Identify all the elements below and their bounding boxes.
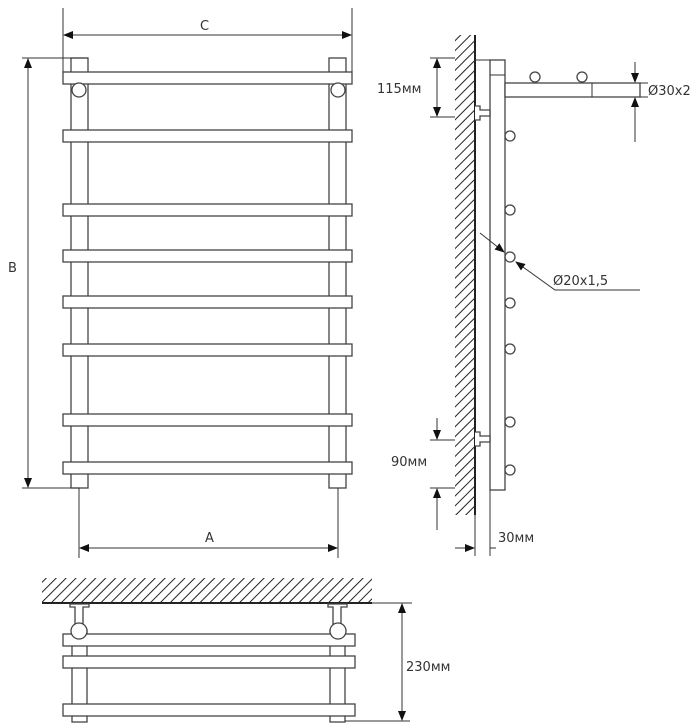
top-view: 230мм	[42, 578, 450, 723]
dimension-30: 30мм	[455, 490, 534, 556]
dim-115-label: 115мм	[377, 82, 421, 97]
bottom-bracket	[475, 431, 491, 447]
dim-c-label: C	[200, 19, 209, 34]
dim-230-label: 230мм	[406, 660, 450, 675]
side-view: 115мм Ø30x2 Ø20x1,5 90мм 30мм	[377, 35, 691, 556]
rung-section	[504, 251, 516, 263]
top-arm	[504, 82, 641, 98]
rung	[62, 461, 353, 475]
dim-a-label: A	[205, 531, 214, 546]
dimension-pipe-20: Ø20x1,5	[479, 232, 640, 291]
ceiling-wall-hatch	[42, 578, 372, 603]
rung-section	[504, 297, 516, 309]
right-mount-circle	[330, 82, 346, 98]
rung-section	[504, 130, 516, 142]
rung	[62, 295, 353, 309]
rung-section	[504, 416, 516, 428]
rung-section	[504, 464, 516, 476]
rung	[62, 71, 353, 85]
rung	[62, 203, 353, 217]
rung-sections	[504, 130, 516, 476]
rung	[62, 129, 353, 143]
rung	[62, 343, 353, 357]
dim-pipe-30-label: Ø30x2	[648, 84, 691, 99]
side-upright	[489, 59, 506, 491]
left-mount-circle	[71, 82, 87, 98]
dimension-pipe-30: Ø30x2	[631, 62, 691, 142]
dimension-b: B	[8, 57, 88, 489]
dimension-c: C	[62, 8, 353, 72]
rung-section	[504, 204, 516, 216]
dim-90-label: 90мм	[391, 455, 427, 470]
front-view: C B A	[8, 8, 353, 558]
dimension-115: 115мм	[377, 57, 455, 118]
dimension-230: 230мм	[345, 602, 450, 722]
rungs	[62, 71, 353, 475]
dim-b-label: B	[8, 261, 17, 276]
rung	[62, 249, 353, 263]
dimension-a: A	[78, 488, 339, 558]
rung-section	[504, 343, 516, 355]
dim-30-label: 30мм	[498, 531, 534, 546]
rung	[62, 413, 353, 427]
dim-pipe-20-label: Ø20x1,5	[553, 274, 608, 289]
wall-hatch	[455, 35, 475, 515]
dimension-90: 90мм	[391, 418, 455, 530]
top-bracket	[475, 105, 491, 121]
